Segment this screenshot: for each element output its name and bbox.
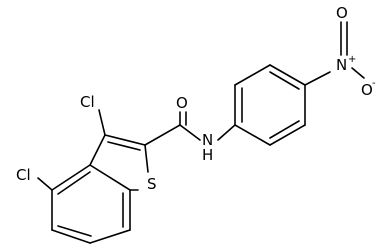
nitro-oxygen-atom-right: O (361, 81, 373, 99)
nitro-oxygen-charge: - (372, 78, 376, 89)
nitrophenyl-ring (234, 64, 331, 146)
chlorine-atom-4: Cl (16, 166, 31, 184)
carbonyl-oxygen-atom: O (176, 94, 188, 112)
nitro-nitrogen-atom: N (336, 56, 347, 74)
substituent-bonds (37, 109, 236, 191)
chlorine-atom-3: Cl (80, 93, 95, 111)
amide-hydrogen-atom: H (202, 146, 213, 164)
nitro-bonds (340, 21, 365, 79)
nitro-oxygen-atom-top: O (336, 4, 348, 22)
sulfur-atom: S (147, 175, 157, 193)
benzo-ring (51, 164, 131, 244)
nitro-nitrogen-charge: + (348, 54, 356, 65)
thiophene-ring (89, 134, 149, 191)
amide-nitrogen-atom: N (202, 131, 213, 149)
